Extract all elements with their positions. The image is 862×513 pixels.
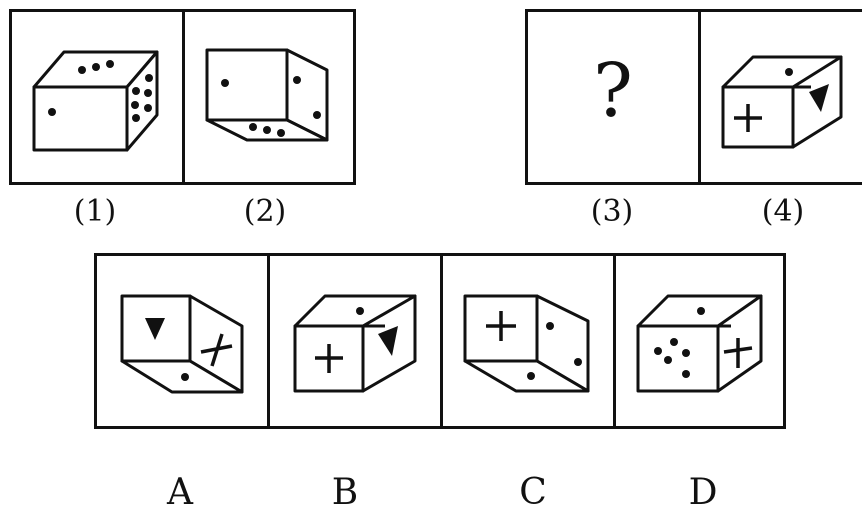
option-divider: [613, 256, 616, 426]
caption-3: (3): [590, 194, 634, 229]
dot-front: [48, 108, 56, 116]
dot-side: [574, 358, 582, 366]
dot-front: [654, 347, 662, 355]
dot-side: [144, 104, 152, 112]
dot-bottom: [249, 123, 257, 131]
dot-side: [313, 111, 321, 119]
option-b-cube[interactable]: [270, 256, 440, 426]
options-box: [94, 253, 786, 429]
option-c-cube[interactable]: [443, 256, 613, 426]
figure-2-cube: [185, 12, 355, 182]
figure-divider: [182, 12, 185, 182]
plus-symbol: [723, 338, 753, 368]
dot-bottom: [263, 126, 271, 134]
plus-symbol: [734, 104, 762, 132]
dot-top: [785, 68, 793, 76]
dot-side: [145, 74, 153, 82]
dot-front: [682, 370, 690, 378]
figure-box-3-4: ?: [525, 9, 862, 185]
dot-side: [144, 89, 152, 97]
option-letter-c: C: [519, 472, 547, 513]
dot-front: [682, 349, 690, 357]
option-letter-a: A: [167, 472, 193, 513]
figure-4-cube: [701, 12, 862, 182]
triangle-symbol: [809, 84, 829, 112]
option-letter-d: D: [688, 472, 718, 513]
figure-1-cube: [12, 12, 182, 182]
figure-divider: [698, 12, 701, 182]
dot-front: [221, 79, 229, 87]
dot-front: [664, 356, 672, 364]
question-mark: ?: [593, 48, 633, 134]
dot-bottom: [181, 373, 189, 381]
dot-top: [92, 63, 100, 71]
dot-top: [356, 307, 364, 315]
dot-side: [546, 322, 554, 330]
dot-side: [131, 101, 139, 109]
dot-side: [132, 114, 140, 122]
dot-bottom: [277, 129, 285, 137]
option-divider: [440, 256, 443, 426]
option-a-cube[interactable]: [97, 256, 267, 426]
caption-1: (1): [73, 194, 117, 229]
plus-symbol: [200, 333, 233, 367]
caption-4: (4): [761, 194, 805, 229]
dot-front: [670, 338, 678, 346]
figure-3-unknown: ?: [528, 12, 698, 182]
dot-top: [106, 60, 114, 68]
dot-side: [132, 87, 140, 95]
dot-bottom: [527, 372, 535, 380]
caption-2: (2): [243, 194, 287, 229]
triangle-symbol: [145, 318, 165, 340]
plus-symbol: [315, 344, 343, 373]
triangle-symbol: [378, 326, 398, 356]
option-letter-b: B: [331, 472, 359, 513]
dot-top: [78, 66, 86, 74]
dot-side: [293, 76, 301, 84]
option-divider: [267, 256, 270, 426]
dot-top: [697, 307, 705, 315]
plus-symbol: [486, 311, 516, 341]
option-d-cube[interactable]: [616, 256, 786, 426]
figure-box-1-2: [9, 9, 356, 185]
